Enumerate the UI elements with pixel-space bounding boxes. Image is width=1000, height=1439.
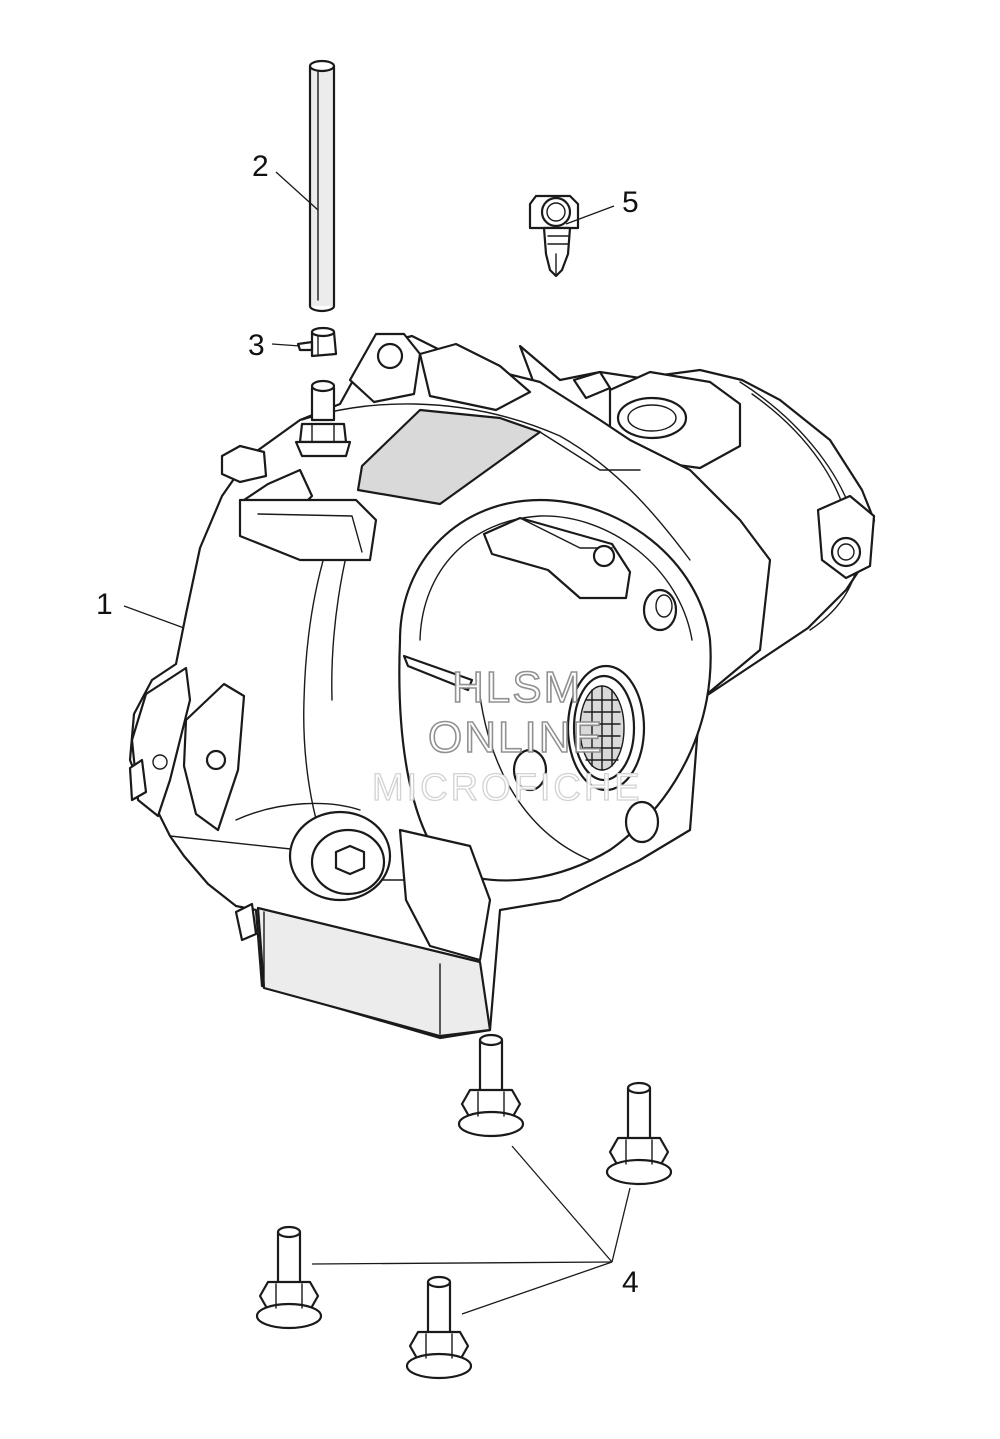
bolt-a — [457, 1033, 525, 1138]
part-4-flange-bolts — [255, 1033, 673, 1380]
watermark-line-1: HLSM — [452, 663, 582, 712]
watermark: HLSM ONLINE MICROFICHE — [371, 662, 643, 809]
part-1-gearcase-housing — [128, 332, 876, 1040]
callout-3: 3 — [248, 329, 265, 362]
callout-2: 2 — [252, 150, 269, 183]
watermark-line-3: MICROFICHE — [372, 767, 643, 809]
part-5-breather-fitting — [528, 194, 580, 278]
leader-2 — [275, 171, 319, 211]
watermark-line-2: ONLINE — [428, 713, 604, 762]
leader-4c — [311, 1261, 613, 1265]
leader-1 — [123, 605, 185, 629]
drain-plug — [288, 810, 392, 902]
callout-labels: 1 2 3 4 5 — [96, 150, 639, 1299]
leader-5 — [565, 205, 615, 225]
leader-4a — [511, 1145, 613, 1263]
part-3-hose-clamp — [296, 326, 338, 358]
callout-1: 1 — [96, 588, 113, 621]
leader-4d — [461, 1261, 613, 1315]
callout-4: 4 — [622, 1266, 639, 1299]
leader-lines — [123, 171, 631, 1315]
callout-5: 5 — [622, 186, 639, 219]
bolt-c — [255, 1225, 323, 1330]
bolt-b — [605, 1081, 673, 1186]
leader-3 — [271, 343, 301, 347]
part-2-vent-tube — [308, 59, 336, 313]
breather-nipple — [294, 379, 352, 458]
bolt-d — [405, 1275, 473, 1380]
leader-4b — [611, 1187, 631, 1263]
